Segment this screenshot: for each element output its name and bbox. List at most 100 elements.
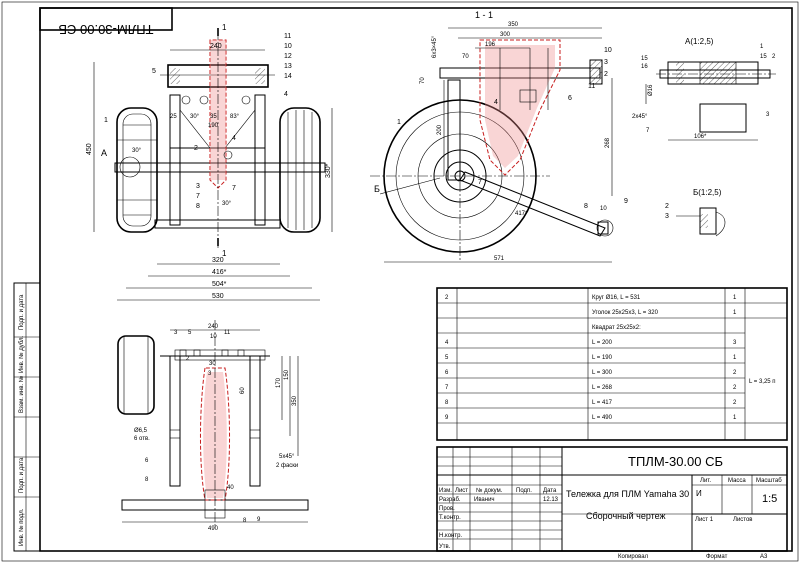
front-section-mark-top: 1 — [222, 23, 227, 32]
front-dim-504: 504* — [212, 281, 227, 288]
tb-sheet: Лист 1 — [695, 517, 714, 523]
top-dim-350: 350 — [292, 395, 298, 406]
front-pos-10: 10 — [284, 43, 292, 50]
spec-row-8-desc: L = 417 — [592, 400, 613, 406]
top-dim-240: 240 — [208, 324, 219, 330]
front-view: 1 1 А 240 30° 25 30° 190 35 83° 30° 450 … — [86, 23, 333, 301]
spec-row-4-desc: L = 200 — [592, 340, 613, 346]
tb-col-mass: Масса — [728, 478, 746, 484]
front-pos-12: 12 — [284, 53, 292, 60]
detail-a-view: А(1:2,5) Ø16 2х45° 7 106* 15 16 1 15 2 3 — [632, 37, 776, 141]
front-pos-5: 5 — [152, 68, 156, 75]
side-label-sign-date-2: Подп. и дата — [19, 457, 25, 493]
top-view: 240 170 150 350 30 60 40 5х45° 2 фаски Ø… — [117, 320, 309, 532]
spec-row-4-qty: 3 — [733, 340, 737, 346]
side-pos-4: 4 — [494, 99, 498, 106]
top-dim-65: Ø6,5 — [134, 428, 148, 434]
detail-b-pos-2: 2 — [665, 203, 669, 210]
side-dim-10: 10 — [600, 206, 607, 212]
front-pos-7b: 7 — [232, 185, 236, 192]
spec-row-1-pos: 2 — [445, 295, 449, 301]
side-tow-bar — [459, 171, 606, 237]
front-pos-4b: 4 — [232, 135, 236, 142]
side-dim-70a: 70 — [462, 54, 469, 60]
spec-row-6-pos: 6 — [445, 370, 449, 376]
front-dim-30b: 30° — [132, 148, 142, 154]
side-motor-outline — [479, 39, 561, 176]
detail-a-pos-1: 1 — [760, 44, 764, 50]
side-label-replace-inv: Взам. инв. № — [18, 376, 25, 413]
front-frame-right-post — [254, 94, 266, 226]
tb-copied: Копировал — [618, 554, 649, 560]
side-pos-8: 8 — [584, 203, 588, 210]
tb-role-tcontrol: Т.контр. — [439, 515, 461, 521]
side-dim-6x3: 6х3×45° — [432, 35, 438, 58]
spec-total-length: L = 3,25 п — [749, 379, 776, 385]
tb-header-date: Дата — [543, 488, 557, 494]
front-dim-83: 83° — [230, 114, 240, 120]
tb-name-line1: Тележка для ПЛМ Yamaha 30 — [566, 489, 689, 499]
side-dim-571: 571 — [494, 256, 505, 262]
side-pos-9: 9 — [624, 198, 628, 205]
spec-row-1-desc: Круг Ø16, L = 531 — [592, 295, 641, 301]
tb-name-line2: Сборочный чертеж — [586, 511, 666, 521]
detail-a-pos-15b: 15 — [760, 54, 767, 60]
top-wheel — [117, 335, 155, 415]
side-margin-strip: Подп. и дата Инв. № дубл. Взам. инв. № П… — [13, 282, 41, 552]
tb-header-sign: Подп. — [516, 488, 532, 494]
top-pos-5: 5 — [188, 330, 192, 336]
top-pos-2: 2 — [186, 356, 190, 362]
side-pos-6: 6 — [568, 95, 572, 102]
tb-designation: ТПЛМ-30.00 СБ — [628, 454, 723, 469]
front-pos-1: 1 — [104, 117, 108, 124]
front-pos-4a: 4 — [284, 91, 288, 98]
front-dim-35: 35 — [210, 114, 217, 120]
tb-header-doc: № докум. — [476, 487, 503, 494]
spec-row-6-desc: L = 300 — [592, 370, 613, 376]
side-label-dup-inv: Инв. № дубл. — [18, 336, 25, 373]
top-pos-8b: 8 — [243, 518, 247, 524]
side-dim-350: 350 — [508, 22, 519, 28]
detail-b-pos-3: 3 — [665, 213, 669, 220]
tb-name-developer: Иванич — [474, 497, 495, 503]
front-dim-30a: 30° — [190, 114, 200, 120]
tb-date-developer: 12.13 — [543, 497, 559, 503]
front-pos-3: 3 — [196, 183, 200, 190]
top-pos-3b: 3 — [208, 371, 212, 377]
tb-col-lit: Лит. — [700, 478, 711, 484]
front-base-plate — [154, 219, 281, 229]
tb-lit-value: И — [696, 489, 702, 498]
detail-dim-7: 7 — [646, 128, 650, 134]
tb-role-developer: Разраб. — [439, 497, 461, 503]
top-pos-9: 9 — [257, 517, 261, 523]
tb-role-ncontrol: Н.контр. — [439, 533, 462, 539]
top-dim-60: 60 — [240, 387, 246, 394]
spec-table: 2 Круг Ø16, L = 531 1 Уголок 25х25х3, L … — [436, 287, 788, 441]
detail-b-view: Б(1:2,5) 2 3 — [665, 188, 726, 237]
front-dim-450: 450 — [86, 143, 93, 155]
side-vertical-post — [447, 79, 461, 181]
mirrored-designation: ТПЛМ-30.00 СБ — [58, 22, 153, 37]
spec-row-7-pos: 7 — [445, 385, 449, 391]
side-view: 1 - 1 Б 350 300 196 — [370, 10, 628, 263]
tb-header-list: Лист — [455, 488, 468, 494]
spec-row-5-pos: 5 — [445, 355, 449, 361]
front-motor-outline — [209, 39, 227, 189]
detail-a-pos-2: 2 — [772, 54, 776, 60]
tb-scale-value: 1:5 — [762, 493, 777, 505]
spec-row-8-qty: 2 — [733, 400, 737, 406]
side-pos-3: 3 — [604, 59, 608, 66]
detail-dim-16: Ø16 — [648, 84, 654, 96]
side-dim-300: 300 — [500, 32, 511, 38]
front-axle — [114, 162, 326, 173]
title-block: Изм. Лист № докум. Подп. Дата Разраб. Ив… — [436, 446, 788, 560]
detail-a-pos-3: 3 — [766, 112, 770, 118]
spec-row-9-pos: 9 — [445, 415, 449, 421]
front-section-mark-bottom: 1 — [222, 249, 227, 258]
spec-row-1-qty: 1 — [733, 295, 737, 301]
top-pos-6: 6 — [145, 458, 149, 464]
tb-sheets: Листов — [733, 517, 753, 523]
spec-row-7-qty: 2 — [733, 385, 737, 391]
tb-role-approved: Утв. — [439, 544, 451, 550]
